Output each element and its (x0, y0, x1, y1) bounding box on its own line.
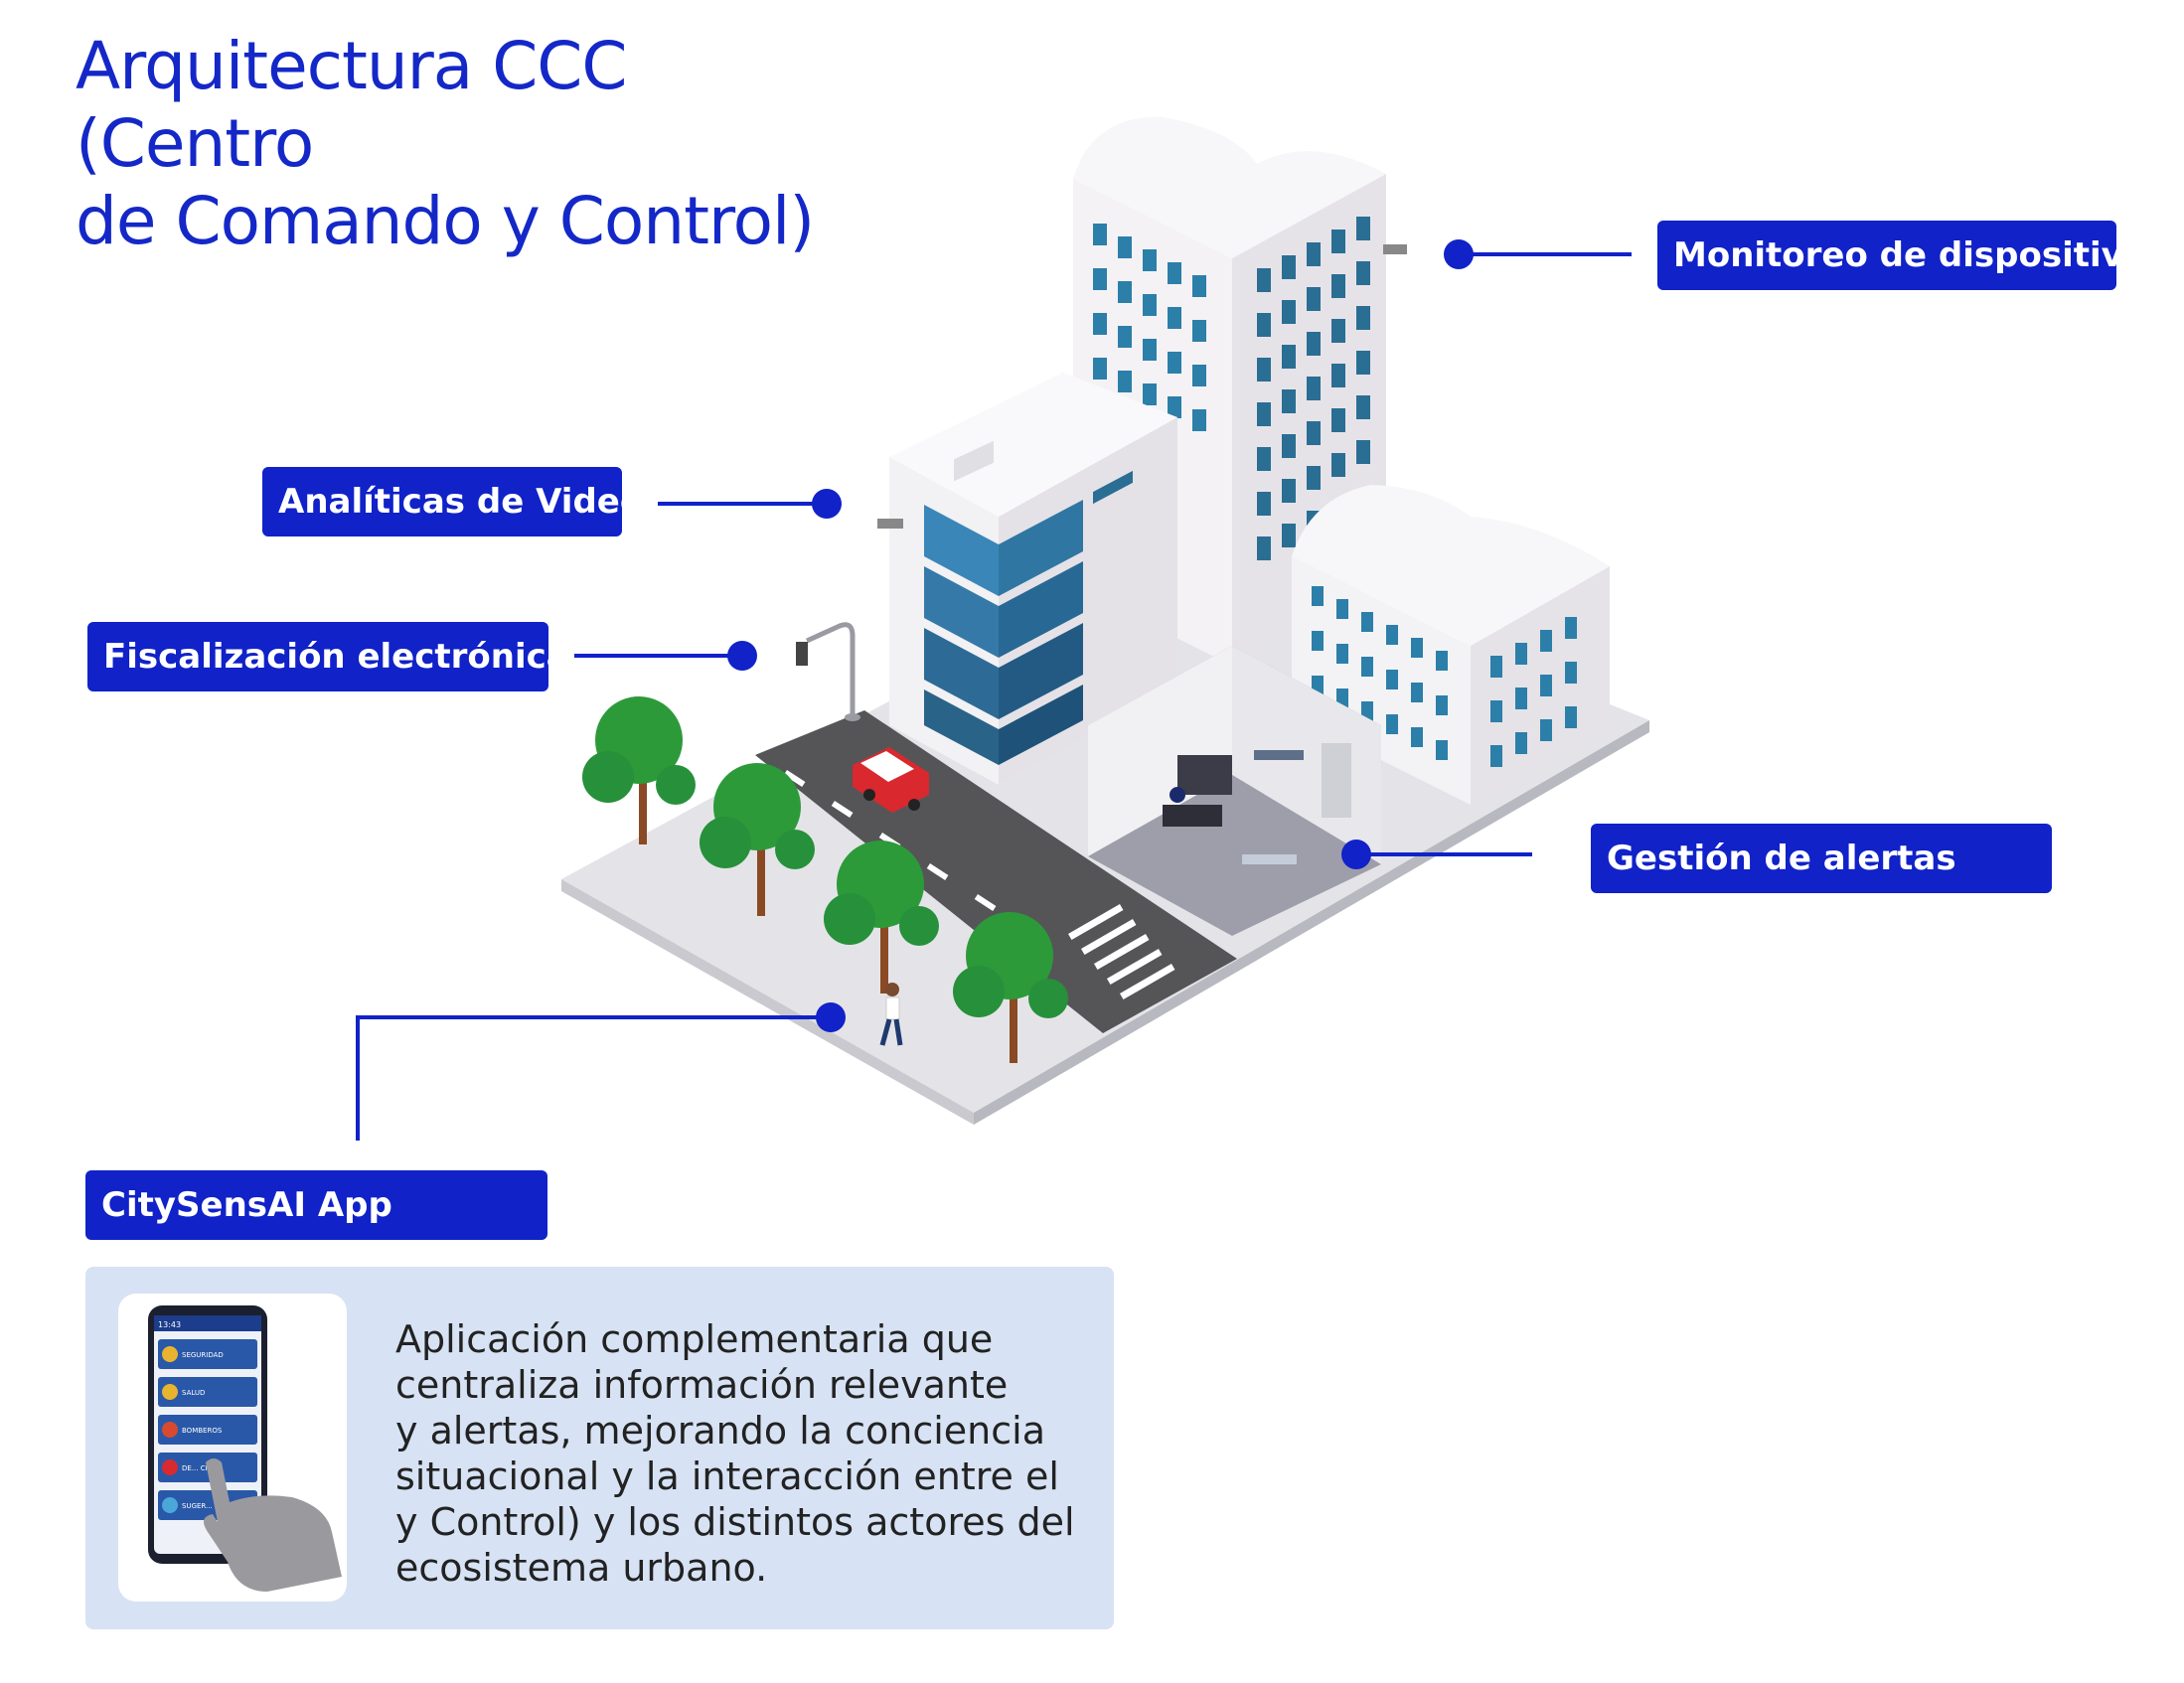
elevator (1322, 743, 1351, 818)
monitor-wall (1177, 755, 1232, 795)
hand-pointer-icon (204, 1458, 342, 1592)
label-fiscalizacion-electronica: Fiscalización electrónica (87, 622, 569, 691)
operator-desk (1163, 805, 1222, 827)
phone-time: 13:43 (158, 1320, 181, 1329)
description-line: Aplicación complementaria que (395, 1317, 994, 1361)
description-line: y Control) y los distintos actores del (395, 1500, 1075, 1544)
phone-button-label: BOMBEROS (182, 1427, 223, 1435)
phone-button-label: DE... CIVIL (182, 1464, 219, 1472)
description-line: centraliza información relevante (395, 1363, 1009, 1407)
phone-card: 13:43 SEGURIDAD SALUD BOMBEROS DE... CIV… (118, 1294, 347, 1602)
glass-facade (924, 500, 1083, 765)
crosswalk (1068, 904, 1175, 1000)
label-citysensai-app: CitySensAI App (85, 1170, 547, 1240)
phone-button-label: SEGURIDAD (182, 1351, 224, 1359)
label-monitoreo-de-dispositivo: Monitoreo de dispositivo (1657, 221, 2146, 290)
title-line-2: de Comando y Control) (76, 183, 815, 259)
camera-icon (1383, 244, 1407, 254)
title-line-1: Arquitectura CCC (Centro (76, 28, 627, 182)
description-line: ecosistema urbano. (395, 1546, 768, 1590)
label-gestion-de-alertas: Gestión de alertas (1591, 824, 2052, 893)
trees (582, 696, 1068, 1063)
pedestrian (879, 983, 903, 1046)
app-description: Aplicación complementaria que centraliza… (395, 1316, 1091, 1591)
waiting-chairs (1254, 750, 1304, 760)
red-van (853, 747, 929, 813)
description-line: y alertas, mejorando la conciencia (395, 1409, 1045, 1453)
control-room (1088, 646, 1381, 936)
mid-building (877, 373, 1177, 785)
phone-button-label: SUGER... (182, 1502, 213, 1510)
traffic-light (796, 622, 860, 721)
phone-button-label: SALUD (182, 1389, 205, 1397)
app-info-box: 13:43 SEGURIDAD SALUD BOMBEROS DE... CIV… (85, 1267, 1114, 1629)
label-analiticas-de-video: Analíticas de Video (262, 467, 643, 536)
phone-mockup-icon: 13:43 SEGURIDAD SALUD BOMBEROS DE... CIV… (148, 1305, 342, 1592)
right-building (1292, 485, 1610, 805)
description-line: situacional y la interacción entre el (395, 1454, 1059, 1498)
camera-icon (877, 519, 903, 529)
page-title: Arquitectura CCC (Centro de Comando y Co… (76, 28, 870, 260)
